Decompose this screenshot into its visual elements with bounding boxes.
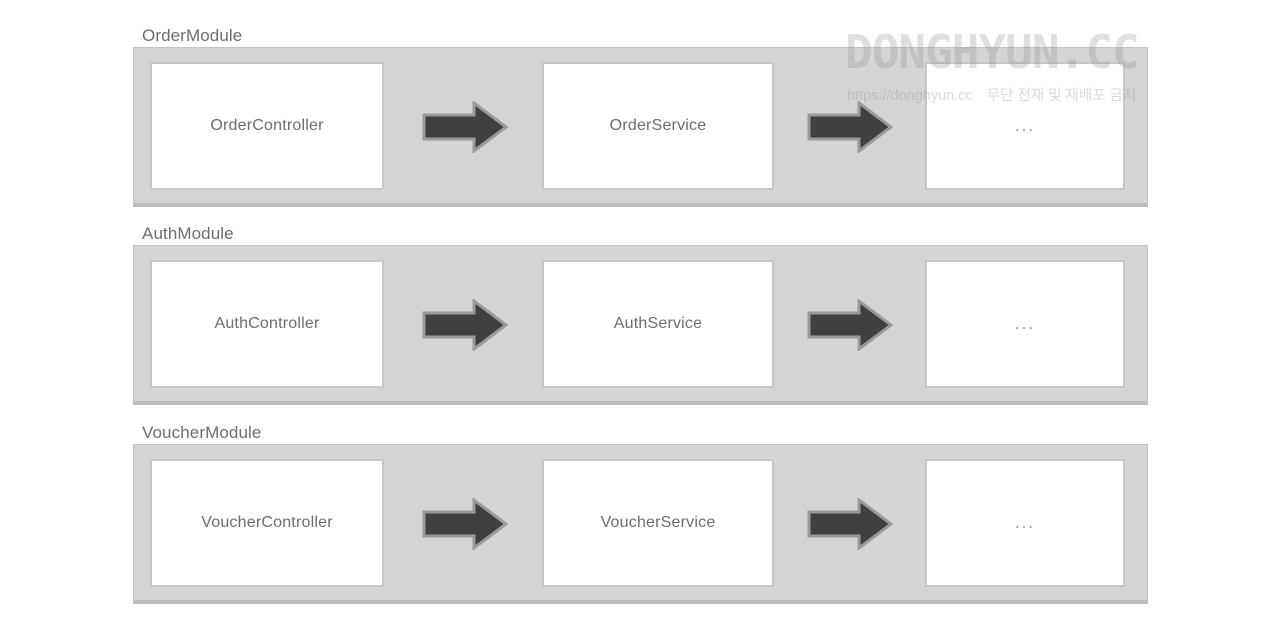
flow-arrow-icon <box>422 299 508 351</box>
component-label: AuthController <box>214 315 320 332</box>
component-label: OrderService <box>609 117 707 134</box>
module-label: VoucherModule <box>142 423 262 442</box>
flow-arrow-icon <box>807 299 893 351</box>
module-group-voucher: VoucherModule VoucherController VoucherS… <box>133 422 1148 604</box>
module-label: OrderModule <box>142 26 243 45</box>
module-group-auth: AuthModule AuthController AuthService ..… <box>133 223 1148 405</box>
component-label: AuthService <box>613 315 703 332</box>
component-box-service: VoucherService <box>542 459 774 587</box>
component-label: ... <box>1014 314 1036 333</box>
component-box-controller: OrderController <box>150 62 384 190</box>
component-label: VoucherController <box>201 514 333 531</box>
module-container: AuthController AuthService ... <box>133 245 1148 405</box>
module-container: VoucherController VoucherService ... <box>133 444 1148 604</box>
component-box-controller: VoucherController <box>150 459 384 587</box>
component-box-service: OrderService <box>542 62 774 190</box>
flow-arrow-icon <box>422 498 508 550</box>
component-box-more: ... <box>925 62 1125 190</box>
flow-arrow-icon <box>807 498 893 550</box>
component-label: VoucherService <box>600 514 716 531</box>
component-label: ... <box>1014 513 1036 532</box>
component-box-controller: AuthController <box>150 260 384 388</box>
module-label: AuthModule <box>142 224 234 243</box>
component-label: ... <box>1014 116 1036 135</box>
component-label: OrderController <box>210 117 324 134</box>
component-box-more: ... <box>925 260 1125 388</box>
flow-arrow-icon <box>807 101 893 153</box>
module-group-order: OrderModule OrderController OrderService… <box>133 25 1148 207</box>
component-box-more: ... <box>925 459 1125 587</box>
flow-arrow-icon <box>422 101 508 153</box>
module-container: OrderController OrderService ... <box>133 47 1148 207</box>
component-box-service: AuthService <box>542 260 774 388</box>
